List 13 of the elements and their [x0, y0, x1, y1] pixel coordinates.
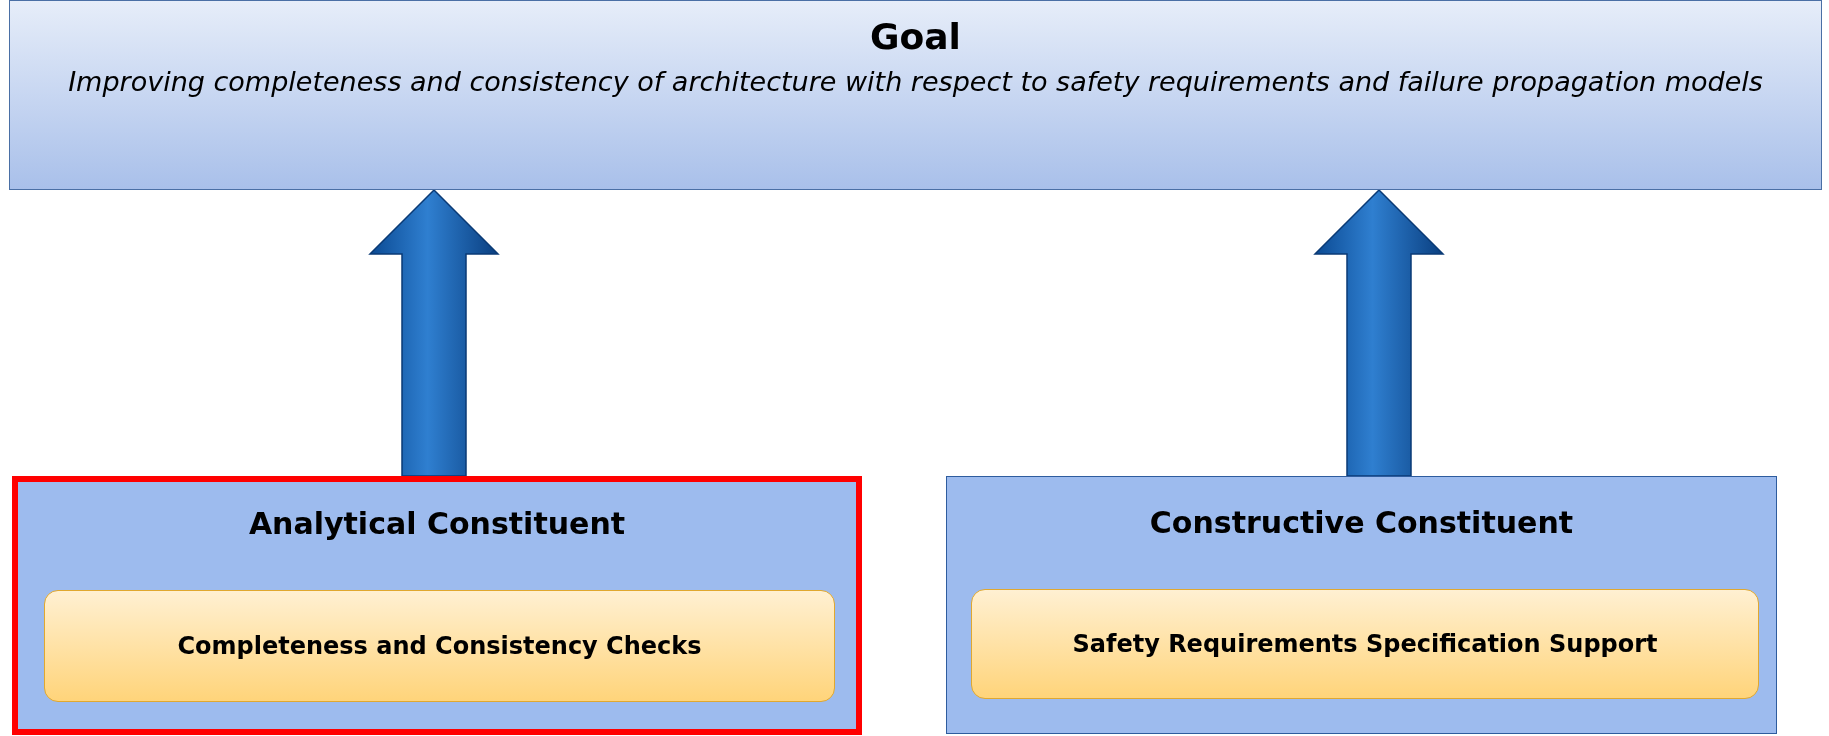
block-arrow — [368, 188, 500, 477]
heading: Analytical Constituent — [248, 505, 626, 543]
block-arrow — [1313, 188, 1445, 477]
function-box — [971, 589, 1759, 699]
constituent-box — [946, 476, 1777, 734]
heading: Goal — [870, 15, 961, 59]
description: Improving completeness and consistency of architecture with respect to safety requirements and failure propagation models — [67, 65, 1764, 99]
heading: Safety Requirements Specification Support — [1072, 629, 1658, 660]
goal-box — [9, 0, 1822, 190]
function-box — [44, 590, 835, 702]
heading: Constructive Constituent — [1149, 504, 1574, 542]
constituent-box — [12, 476, 862, 735]
heading: Completeness and Consistency Checks — [177, 631, 702, 662]
